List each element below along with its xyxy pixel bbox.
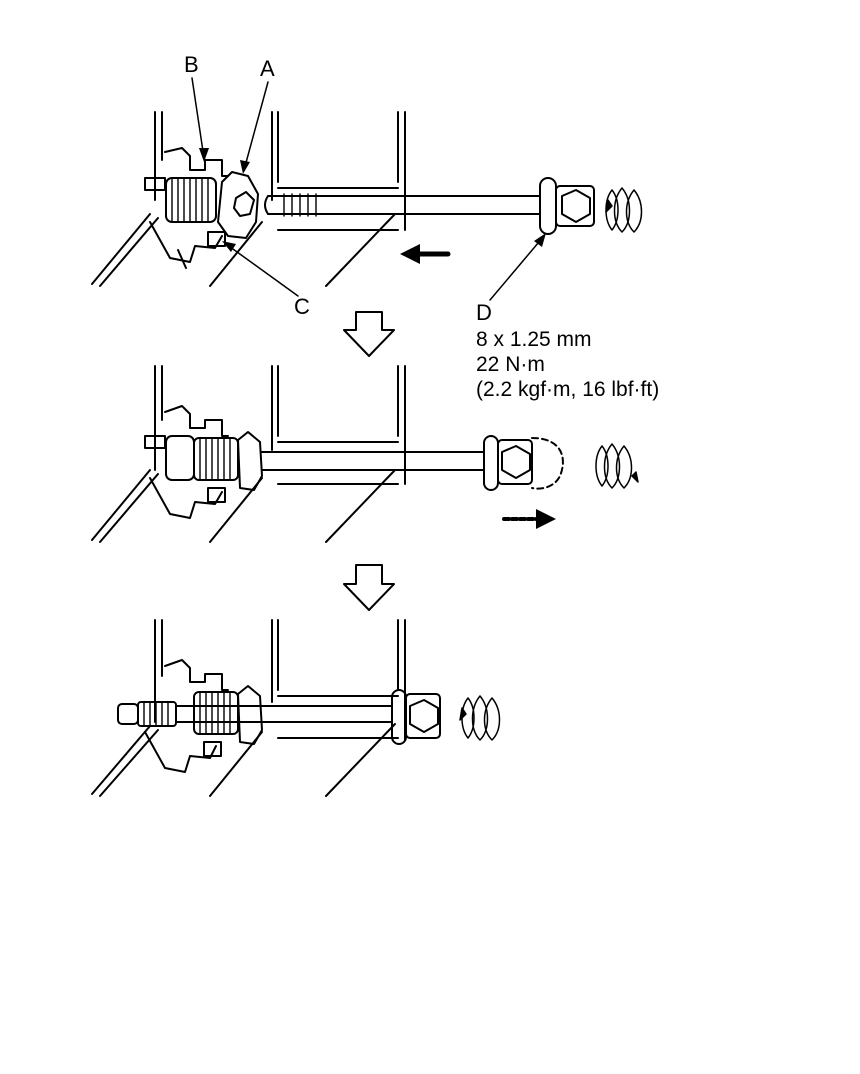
bolt-rod <box>175 689 441 745</box>
threaded-fitting <box>165 431 263 491</box>
callout-c: C <box>294 294 310 319</box>
spec-torque-imperial: (2.2 kgf·m, 16 lbf·ft) <box>476 378 660 401</box>
step-3-view <box>91 619 501 797</box>
callout-b: B <box>184 52 199 77</box>
bolt-rod <box>261 435 564 491</box>
callout-d: D <box>476 300 492 325</box>
frame-lines <box>91 111 406 287</box>
bolt-rod <box>264 177 595 235</box>
frame-lines <box>91 619 406 797</box>
bracket <box>144 405 229 519</box>
spec-torque-nm: 22 N·m <box>476 353 545 376</box>
leader-lines <box>191 77 546 301</box>
bracket <box>144 659 229 773</box>
step-2-view <box>91 365 639 543</box>
step-1-view <box>91 77 643 301</box>
push-arrow-icon <box>400 244 451 264</box>
threaded-fitting <box>165 171 259 239</box>
step-arrow-2-icon <box>343 564 395 611</box>
threaded-fitting <box>117 685 263 745</box>
frame-lines <box>91 365 406 543</box>
callout-a: A <box>260 56 275 81</box>
rotation-arrow-icon <box>595 443 639 489</box>
rotation-arrow-icon <box>605 187 643 233</box>
torque-spec: 8 x 1.25 mm 22 N·m (2.2 kgf·m, 16 lbf·ft… <box>476 327 659 402</box>
rotation-arrow-icon <box>459 695 501 741</box>
pull-arrow-icon <box>502 509 556 529</box>
step-arrow-1-icon <box>343 311 395 357</box>
spec-thread-size: 8 x 1.25 mm <box>476 328 592 351</box>
